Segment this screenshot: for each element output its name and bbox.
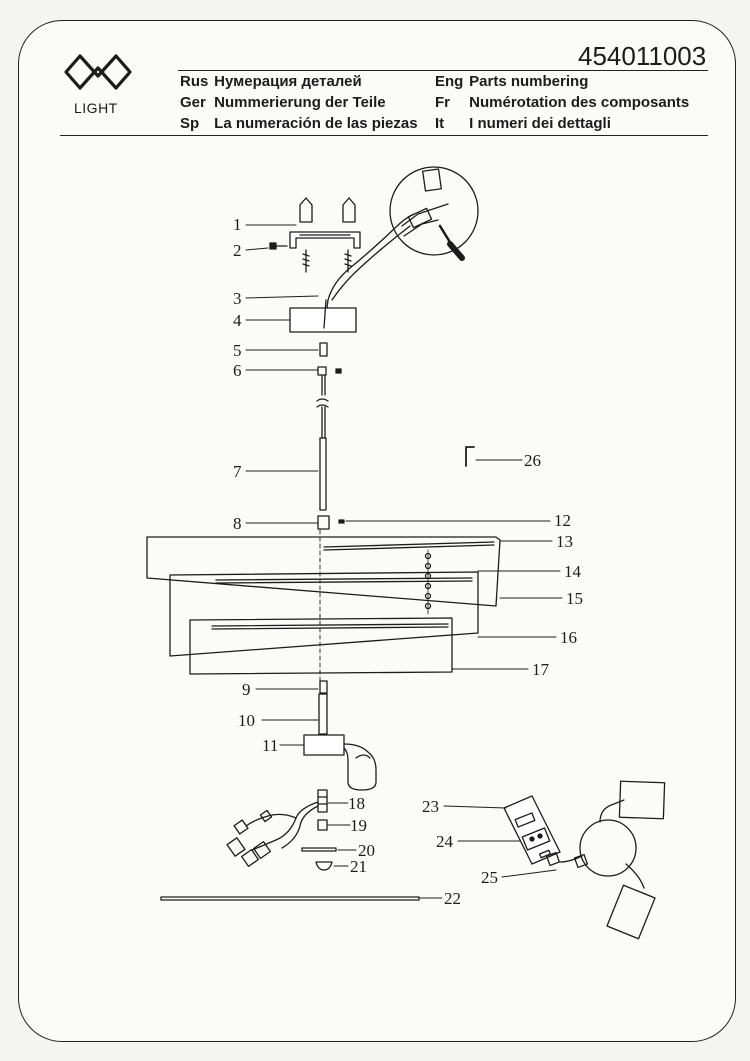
lang-code: Rus bbox=[180, 73, 209, 90]
leader-lines bbox=[245, 224, 563, 899]
callout-8: 8 bbox=[233, 514, 242, 533]
callout-2: 2 bbox=[233, 241, 242, 260]
callout-26: 26 bbox=[524, 451, 541, 470]
part-wire-bundle bbox=[226, 801, 319, 868]
callout-5: 5 bbox=[233, 341, 242, 360]
lang-text: Нумерация деталей bbox=[214, 73, 362, 90]
callout-21: 21 bbox=[350, 857, 367, 876]
part-bottom-cap bbox=[319, 680, 328, 694]
lang-text: Parts numbering bbox=[469, 73, 589, 90]
callout-11: 11 bbox=[262, 736, 278, 755]
callout-12: 12 bbox=[554, 511, 571, 530]
callout-9: 9 bbox=[242, 680, 251, 699]
part-connector bbox=[317, 515, 330, 530]
zoom-detail bbox=[389, 166, 479, 261]
part-long-rod bbox=[160, 896, 420, 901]
part-dome-cap bbox=[315, 861, 333, 871]
part-rod bbox=[319, 437, 327, 511]
header-row-2-left: Ger Nummerierung der Teile bbox=[180, 94, 386, 111]
part-terminal-block bbox=[317, 789, 328, 813]
part-remote-controller bbox=[503, 795, 561, 865]
callout-17: 17 bbox=[532, 660, 550, 679]
lang-text: Nummerierung der Teile bbox=[214, 94, 386, 111]
part-wire bbox=[324, 213, 415, 326]
part-shade bbox=[343, 743, 377, 791]
part-hook bbox=[465, 446, 475, 467]
lang-code: Fr bbox=[435, 94, 450, 111]
callout-4: 4 bbox=[233, 311, 242, 330]
callout-15: 15 bbox=[566, 589, 583, 608]
callout-3: 3 bbox=[233, 289, 242, 308]
callout-14: 14 bbox=[564, 562, 582, 581]
part-cap bbox=[319, 342, 328, 357]
part-multi-socket-hub bbox=[545, 780, 666, 940]
header-bottom-rule bbox=[60, 135, 708, 136]
part-cable-clamp bbox=[317, 366, 342, 396]
callout-1: 1 bbox=[233, 215, 242, 234]
part-wire-2 bbox=[331, 225, 411, 301]
lang-code: Ger bbox=[180, 94, 206, 111]
brand-logo-icon bbox=[64, 54, 132, 90]
lang-text: Numérotation des composants bbox=[469, 94, 690, 111]
callout-18: 18 bbox=[348, 794, 365, 813]
lang-text: La numeración de las piezas bbox=[214, 115, 418, 132]
part-mounting-bracket bbox=[289, 231, 361, 249]
lang-text: I numeri dei dettagli bbox=[469, 115, 611, 132]
lang-code: Sp bbox=[180, 115, 200, 132]
part-middle-ring bbox=[169, 571, 479, 657]
header-top-rule bbox=[178, 70, 708, 71]
part-lamp-holder-body bbox=[303, 734, 345, 756]
header-row-3-right: It I numeri dei dettagli bbox=[435, 115, 611, 132]
part-chain bbox=[424, 549, 432, 615]
part-anchors bbox=[299, 197, 356, 223]
logo-text: LIGHT bbox=[74, 100, 118, 116]
part-sleeve bbox=[317, 819, 328, 831]
callout-numbers: 1 2 3 4 5 6 7 8 9 10 11 12 13 14 15 16 1… bbox=[233, 215, 583, 908]
part-tube bbox=[318, 693, 328, 735]
callout-20: 20 bbox=[358, 841, 375, 860]
lang-code: It bbox=[435, 115, 445, 132]
instruction-sheet bbox=[18, 20, 736, 1042]
callout-23: 23 bbox=[422, 797, 439, 816]
lang-code: Eng bbox=[435, 73, 464, 90]
header-row-1-right: Eng Parts numbering bbox=[435, 73, 588, 90]
callout-13: 13 bbox=[556, 532, 573, 551]
header-row-1-left: Rus Нумерация деталей bbox=[180, 73, 362, 90]
callout-22: 22 bbox=[444, 889, 461, 908]
callout-16: 16 bbox=[560, 628, 577, 647]
cable-break-mark bbox=[316, 398, 329, 408]
callout-25: 25 bbox=[481, 868, 498, 887]
callout-10: 10 bbox=[238, 711, 255, 730]
part-lower-ring bbox=[189, 617, 453, 675]
header-row-2-right: Fr Numérotation des composants bbox=[435, 94, 689, 111]
callout-24: 24 bbox=[436, 832, 454, 851]
callout-19: 19 bbox=[350, 816, 367, 835]
part-pin bbox=[301, 847, 337, 852]
part-wood-screws bbox=[302, 249, 352, 273]
callout-6: 6 bbox=[233, 361, 242, 380]
callout-7: 7 bbox=[233, 462, 242, 481]
header-row-3-left: Sp La numeración de las piezas bbox=[180, 115, 418, 132]
part-small-screw bbox=[338, 519, 345, 524]
part-upper-ring bbox=[146, 536, 501, 607]
product-code: 454011003 bbox=[578, 41, 707, 71]
part-canopy bbox=[289, 307, 357, 333]
part-screw bbox=[269, 242, 288, 250]
